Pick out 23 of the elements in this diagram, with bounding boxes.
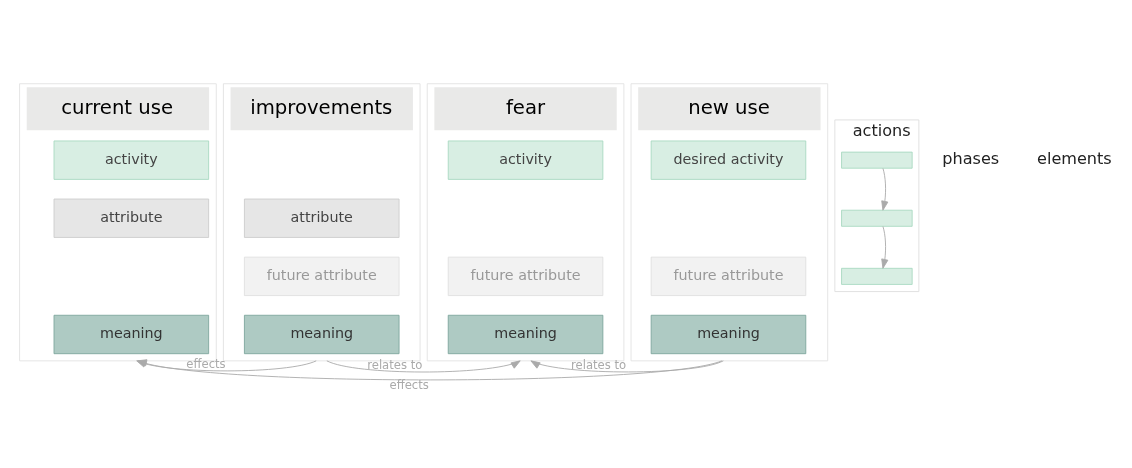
node-box: meaning bbox=[447, 314, 604, 354]
node-box: meaning bbox=[650, 314, 807, 354]
arrow bbox=[881, 167, 889, 211]
node-box: meaning bbox=[243, 314, 400, 354]
node-box: desired activity bbox=[650, 140, 807, 180]
node-bar bbox=[841, 209, 913, 227]
arrow bbox=[881, 225, 889, 269]
node-box: activity bbox=[53, 140, 210, 180]
label: elements bbox=[1037, 148, 1112, 168]
node-box: future attribute bbox=[650, 256, 807, 296]
node-box: attribute bbox=[243, 198, 400, 238]
node-box: meaning bbox=[53, 314, 210, 354]
node-box: activity bbox=[447, 140, 604, 180]
node-box: future attribute bbox=[447, 256, 604, 296]
node-bar bbox=[841, 267, 913, 285]
arrow bbox=[530, 359, 724, 372]
cluster: actions bbox=[834, 119, 920, 292]
node-bar bbox=[841, 151, 913, 169]
node-box: future attribute bbox=[243, 256, 400, 296]
edge-label: effects bbox=[389, 377, 429, 392]
label: phases bbox=[942, 148, 1000, 168]
node-box: attribute bbox=[53, 198, 210, 238]
arrow bbox=[326, 359, 521, 372]
